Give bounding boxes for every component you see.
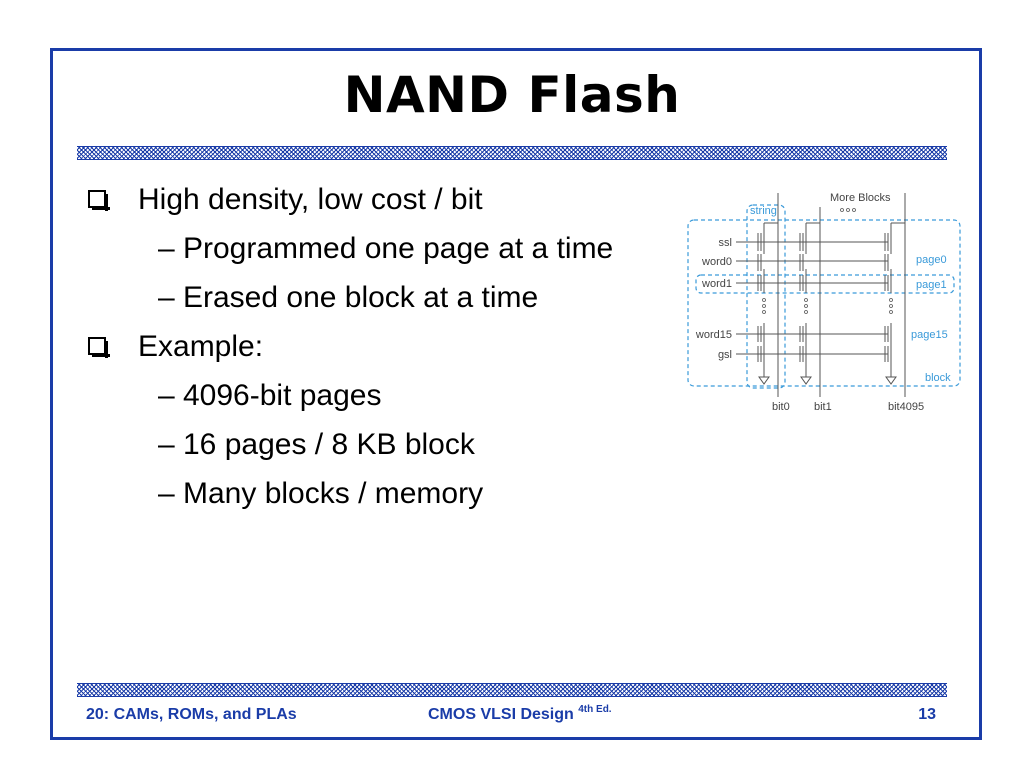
footer-lecture-title: 20: CAMs, ROMs, and PLAs <box>86 706 297 723</box>
checkbox-bullet-icon <box>88 190 110 211</box>
bit1-label: bit1 <box>814 401 832 413</box>
footer-course-title: CMOS VLSI Design 4th Ed. <box>428 704 612 724</box>
string-label: string <box>750 205 777 217</box>
nand-diagram-svg: More Blocks string ssl word0 word1 word1… <box>687 192 961 413</box>
sub-bullet-item: –4096-bit pages <box>88 376 688 425</box>
bullet-text: Many blocks / memory <box>183 477 484 510</box>
bullet-text: 4096-bit pages <box>183 379 382 412</box>
slide-title: NAND Flash <box>343 66 681 124</box>
page1-outline <box>695 274 955 294</box>
bullet-text: 16 pages / 8 KB block <box>183 428 475 461</box>
sub-bullet-item: –Programmed one page at a time <box>88 229 688 278</box>
dash-icon: – <box>158 428 175 461</box>
dash-icon: – <box>158 281 175 314</box>
footer-course-text: CMOS VLSI Design <box>428 706 574 723</box>
title-divider <box>77 146 947 160</box>
bit4095-label: bit4095 <box>888 401 924 413</box>
word0-label: word0 <box>701 256 732 268</box>
checkbox-bullet-icon <box>88 337 110 358</box>
slide-frame <box>50 48 982 740</box>
nand-flash-diagram: More Blocks string ssl word0 word1 word1… <box>680 185 965 420</box>
word15-label: word15 <box>695 329 732 341</box>
string-outline <box>746 204 786 389</box>
more-blocks-label: More Blocks <box>830 192 891 204</box>
ssl-label: ssl <box>719 237 732 249</box>
gsl-label: gsl <box>718 349 732 361</box>
bullet-text: High density, low cost / bit <box>138 183 483 216</box>
word1-label: word1 <box>701 278 732 290</box>
dash-icon: – <box>158 379 175 412</box>
bullet-text: Programmed one page at a time <box>183 232 614 265</box>
block-outline <box>687 219 961 387</box>
sub-bullet-item: –16 pages / 8 KB block <box>88 425 688 474</box>
bullet-text: Example: <box>138 330 264 363</box>
block-label: block <box>925 372 951 384</box>
footer-divider <box>77 683 947 697</box>
bullet-item: High density, low cost / bit <box>88 180 688 229</box>
page15-label: page15 <box>911 329 948 341</box>
dash-icon: – <box>158 232 175 265</box>
bullet-text: Erased one block at a time <box>183 281 539 314</box>
bullet-item: Example: <box>88 327 688 376</box>
page1-label: page1 <box>916 279 947 291</box>
sub-bullet-item: –Erased one block at a time <box>88 278 688 327</box>
sub-bullet-item: –Many blocks / memory <box>88 474 688 523</box>
bit0-label: bit0 <box>772 401 790 413</box>
footer-edition: 4th Ed. <box>578 704 612 715</box>
bullet-list: High density, low cost / bit –Programmed… <box>88 180 688 523</box>
page0-label: page0 <box>916 254 947 266</box>
dash-icon: – <box>158 477 175 510</box>
page-number: 13 <box>918 706 936 723</box>
